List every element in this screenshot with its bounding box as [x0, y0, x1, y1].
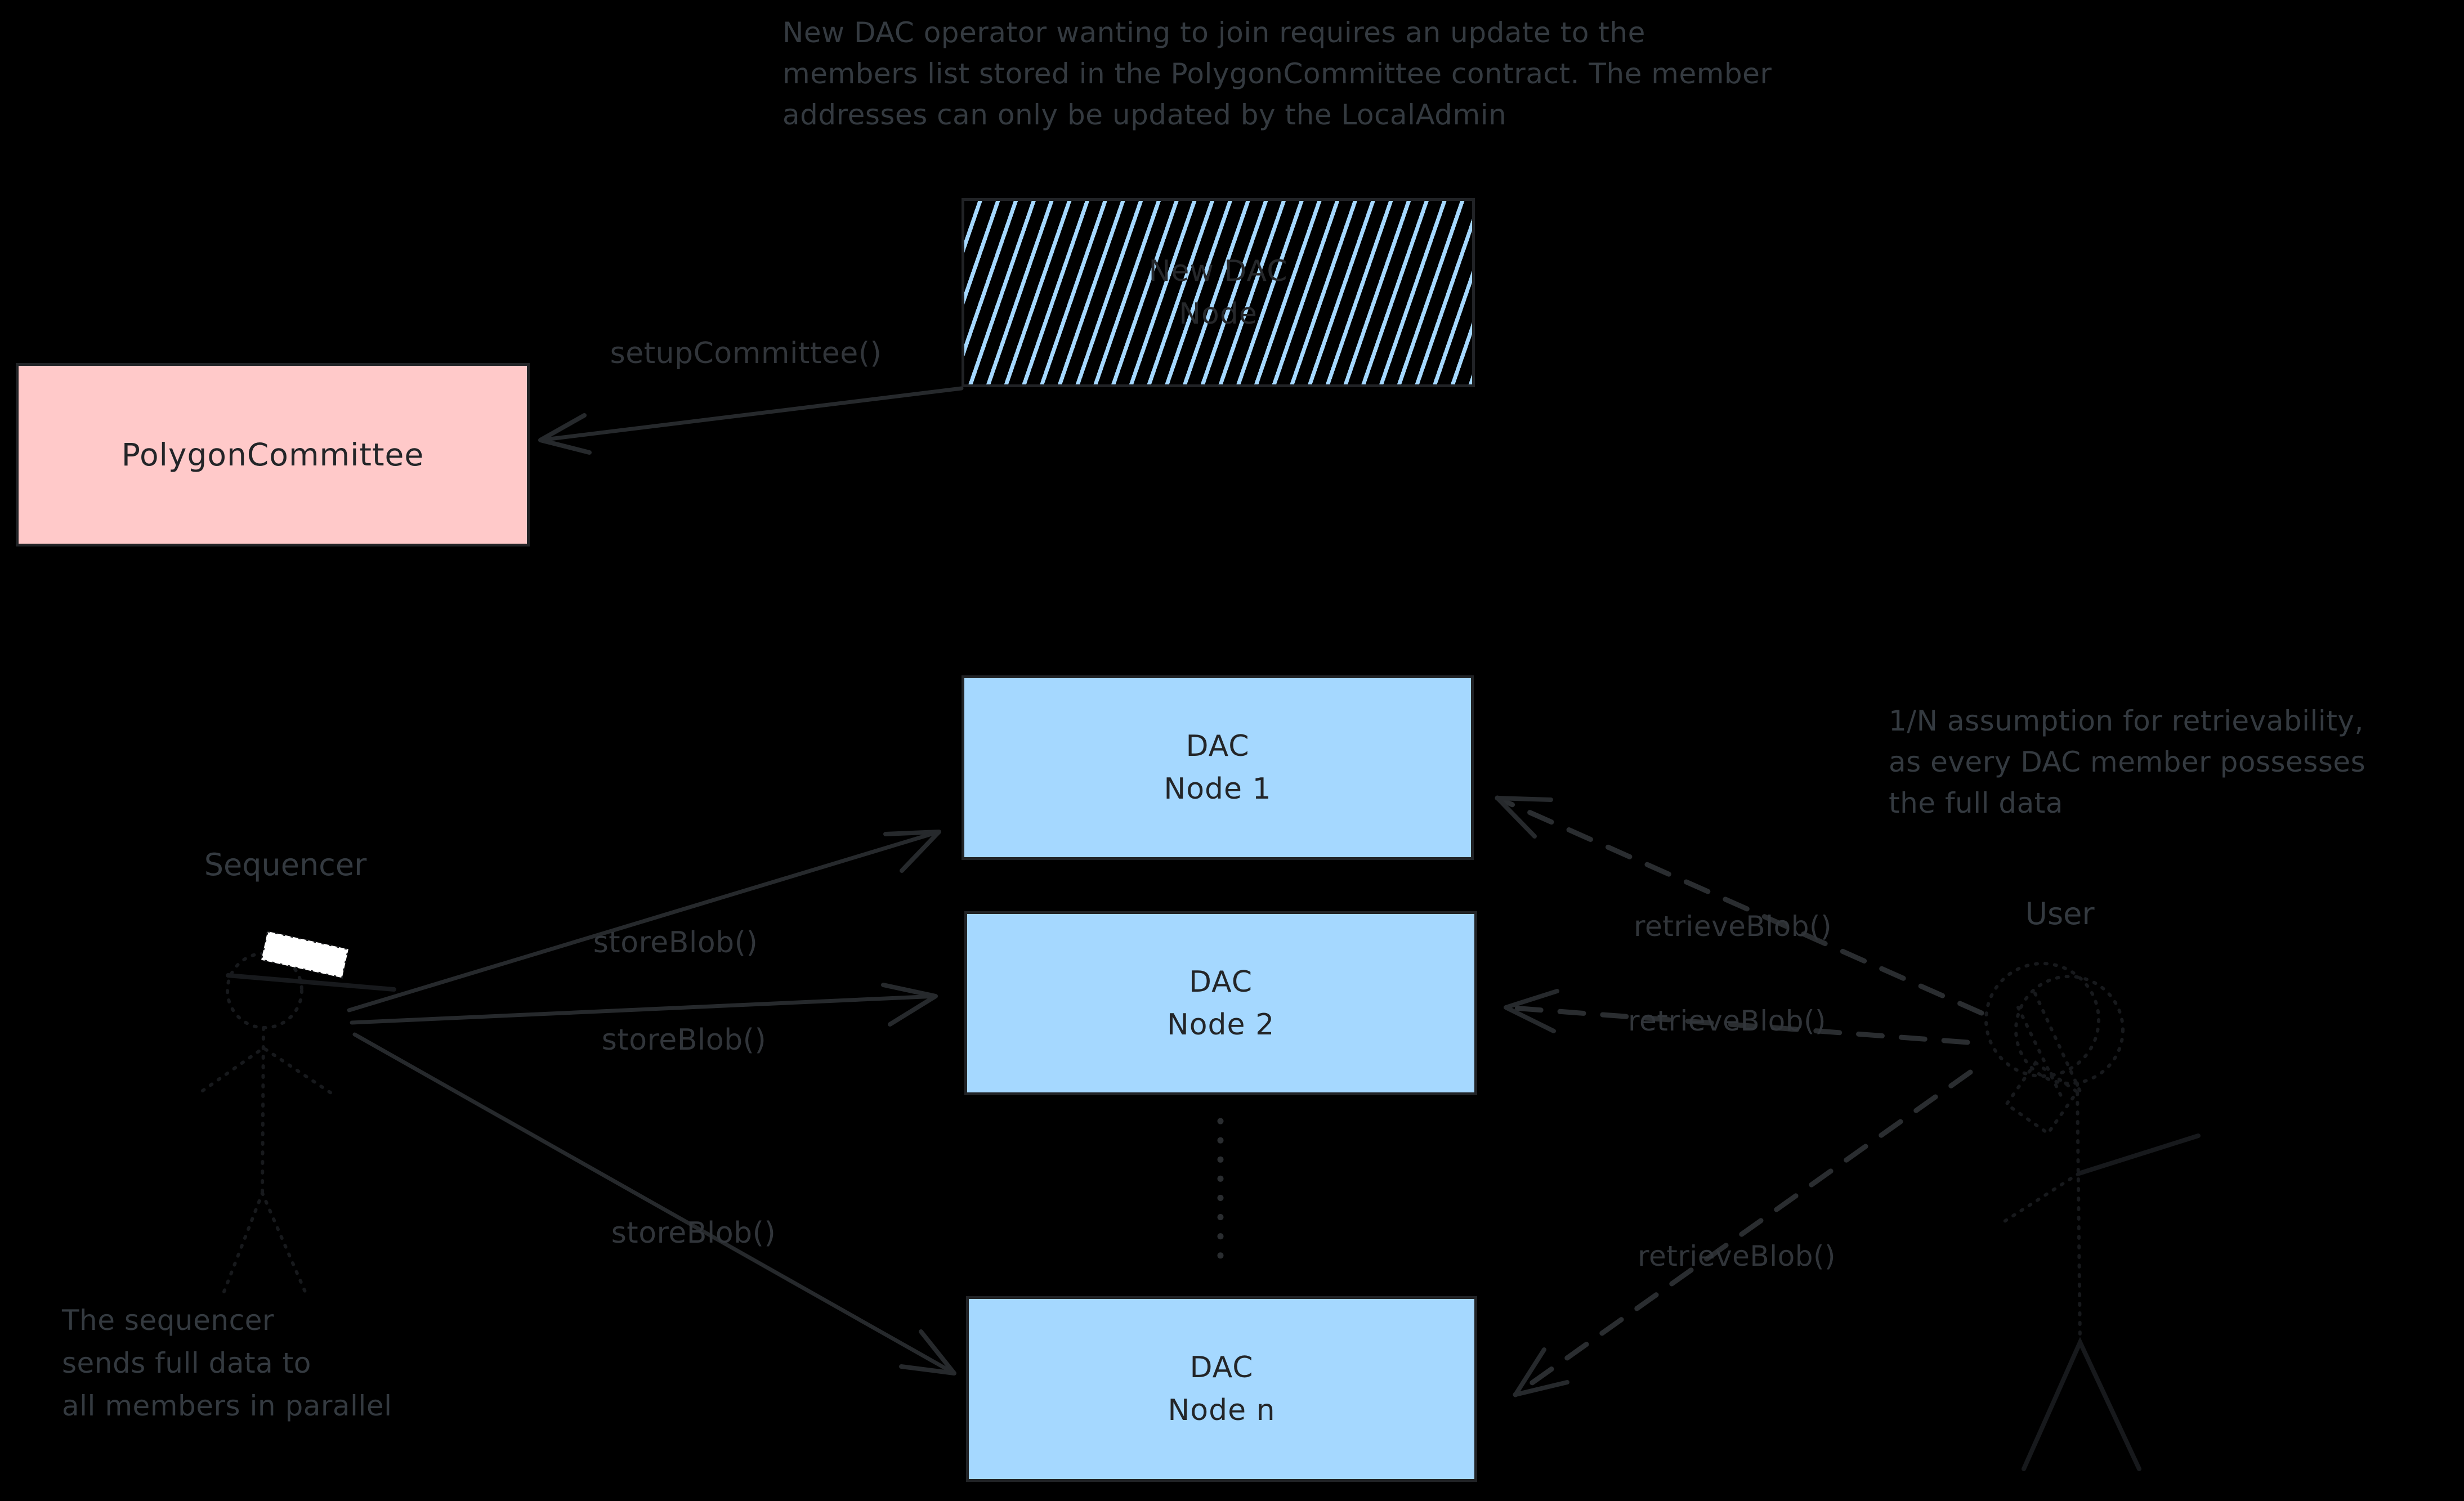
dac-node-2-box: DAC Node 2 — [964, 911, 1477, 1095]
dac-node-n-label-line2: Node n — [1168, 1394, 1276, 1427]
setup-committee-label: setupCommittee() — [610, 337, 882, 370]
top-note-line: addresses can only be updated by the Loc… — [782, 98, 1507, 131]
new-dac-node-label-line2: Node — [1179, 297, 1258, 331]
dac-node-n-label-line1: DAC — [1189, 1351, 1254, 1384]
top-note: New DAC operator wanting to join require… — [782, 12, 1772, 136]
sequencer-note-line: The sequencer — [62, 1304, 274, 1337]
retrieve-blob-label-1: retrieveBlob() — [1634, 910, 1832, 943]
sequencer-note: The sequencer sends full data to all mem… — [62, 1299, 392, 1427]
retrievability-note: 1/N assumption for retrievability, as ev… — [1889, 701, 2365, 824]
retrieve-blob-label-2: retrieveBlob() — [1628, 1005, 1826, 1037]
dac-node-2-label-line1: DAC — [1188, 965, 1253, 999]
store-blob-label-3: storeBlob() — [611, 1216, 776, 1250]
sequencer-label: Sequencer — [204, 847, 367, 882]
retrieve-blob-label-3: retrieveBlob() — [1638, 1240, 1836, 1273]
polygon-committee-label: PolygonCommittee — [121, 437, 424, 473]
dac-node-n-box: DAC Node n — [966, 1296, 1477, 1482]
retrievability-note-line: the full data — [1889, 787, 2064, 819]
sequencer-note-line: all members in parallel — [62, 1390, 392, 1422]
store-blob-arrow-1 — [347, 830, 941, 1012]
dac-node-1-label-line1: DAC — [1186, 729, 1250, 763]
sequencer-hat — [260, 930, 350, 979]
dac-node-1-box: DAC Node 1 — [962, 675, 1474, 860]
store-blob-label-1: storeBlob() — [593, 926, 758, 960]
retrievability-note-line: 1/N assumption for retrievability, — [1889, 705, 2364, 737]
retrieve-blob-arrow-3 — [1513, 1069, 1973, 1397]
user-figure — [1984, 962, 2201, 1471]
sequencer-note-line: sends full data to — [62, 1347, 311, 1379]
sequencer-figure — [201, 930, 396, 1293]
polygon-committee-box: PolygonCommittee — [16, 363, 530, 546]
dac-node-2-label-line2: Node 2 — [1166, 1007, 1275, 1042]
store-blob-arrow-3 — [352, 1032, 956, 1375]
top-note-line: members list stored in the PolygonCommit… — [782, 57, 1772, 90]
setup-committee-arrow — [538, 386, 964, 455]
user-label: User — [2025, 896, 2095, 931]
new-dac-node-box: New DAC Node — [962, 198, 1475, 387]
store-blob-arrow-2 — [350, 983, 938, 1027]
top-note-line: New DAC operator wanting to join require… — [782, 16, 1645, 49]
new-dac-node-label-line1: New DAC — [1148, 254, 1288, 288]
retrievability-note-line: as every DAC member possesses — [1889, 746, 2366, 778]
dac-node-1-label-line2: Node 1 — [1164, 772, 1272, 806]
store-blob-label-2: storeBlob() — [601, 1023, 767, 1057]
retrieve-blob-arrow-1 — [1495, 795, 1984, 1016]
